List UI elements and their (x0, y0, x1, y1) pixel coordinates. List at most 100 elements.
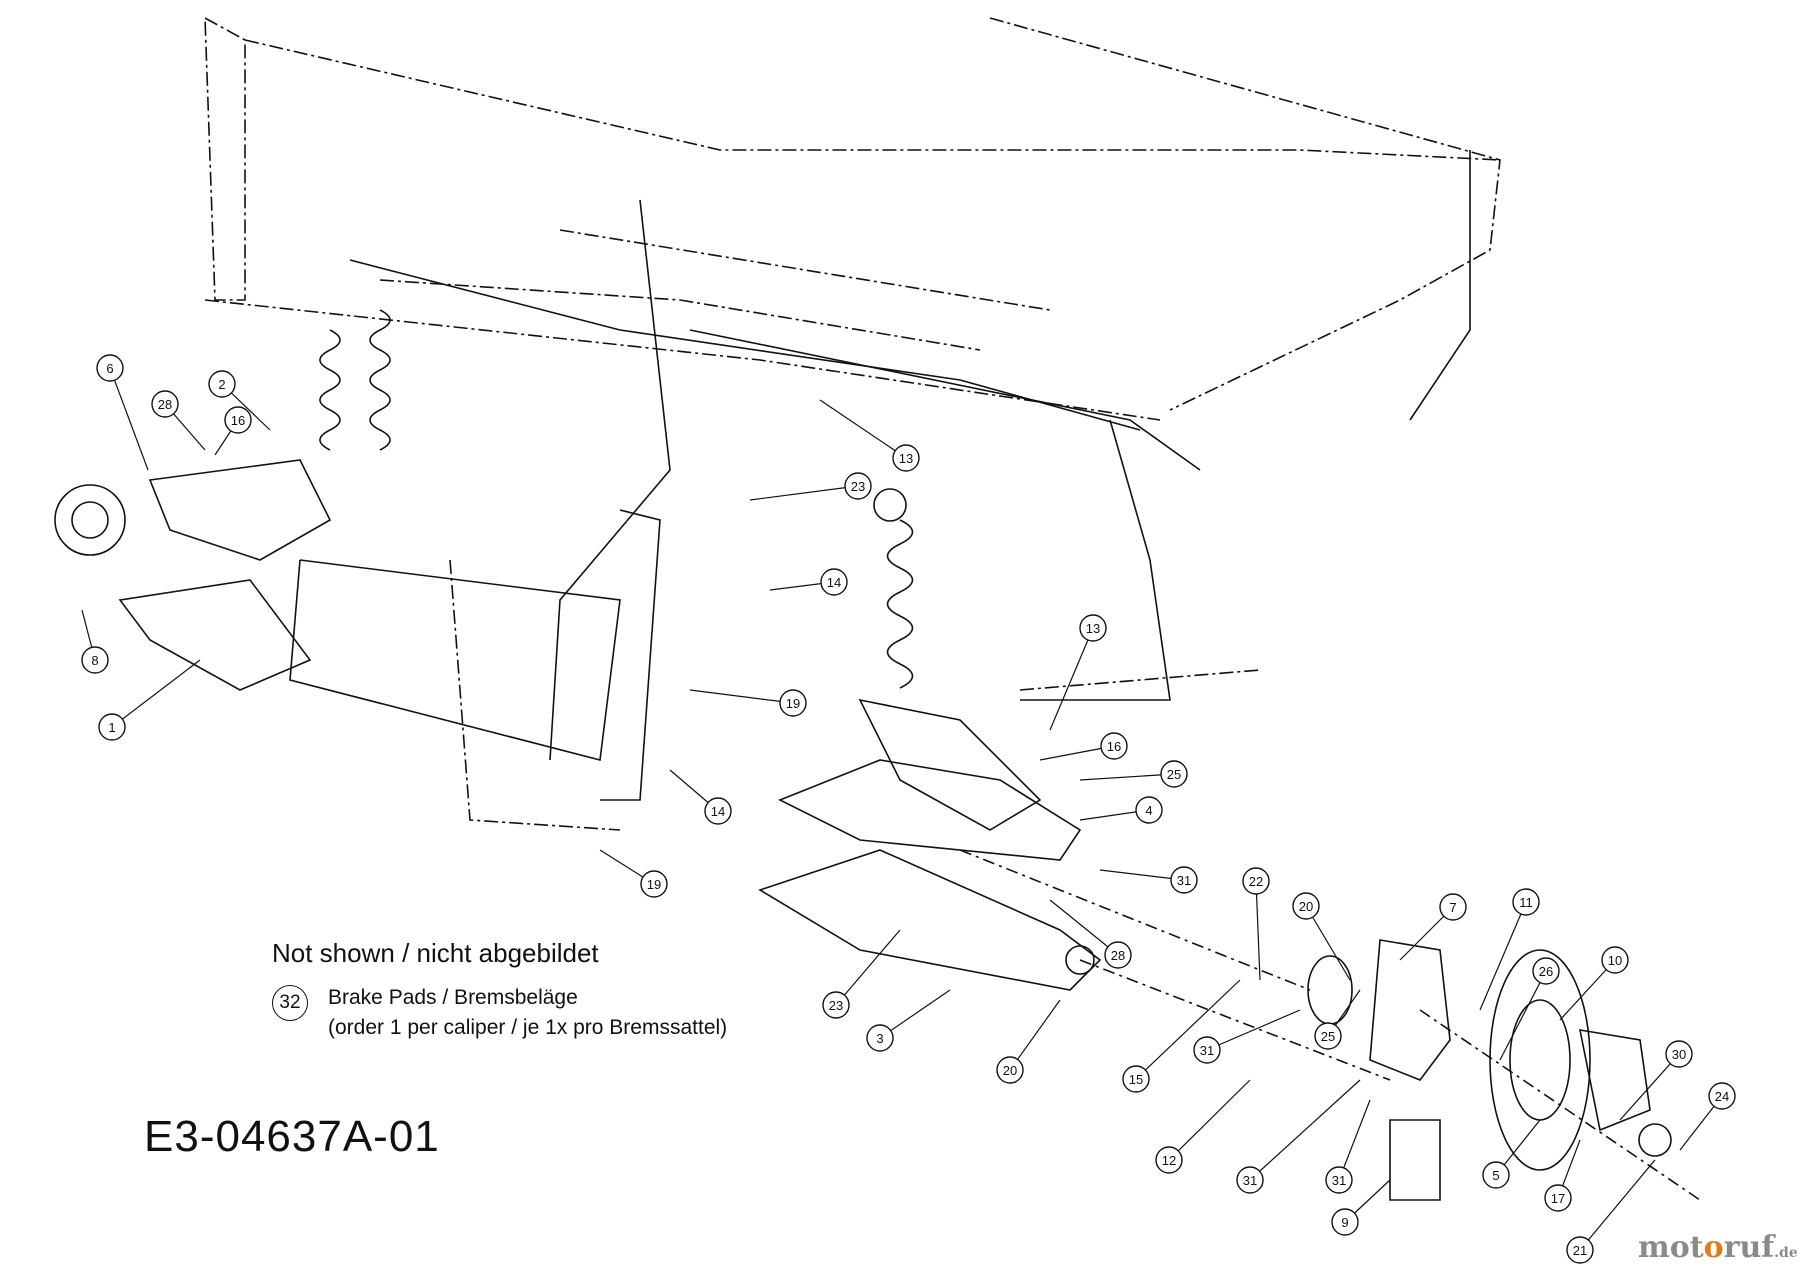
callout-28: 28 (1049, 899, 1132, 969)
callout-number: 26 (1539, 964, 1553, 979)
callout-bubble (1104, 941, 1132, 969)
callout-number: 3 (876, 1031, 883, 1046)
callout-16: 16 (214, 406, 252, 456)
callout-number: 16 (231, 413, 245, 428)
callout-leader-line (1499, 970, 1547, 1061)
callout-bubble (704, 797, 732, 825)
callout-bubble (779, 689, 807, 717)
callout-bubble (1314, 1022, 1342, 1050)
callout-25: 25 (1079, 760, 1188, 788)
callout-number: 4 (1145, 803, 1152, 818)
not-shown-item-number: 32 (272, 985, 308, 1021)
callout-number: 31 (1200, 1043, 1214, 1058)
callout-leader-line (835, 929, 901, 1006)
callout-number: 8 (91, 653, 98, 668)
callout-23: 23 (749, 472, 872, 501)
callout-10: 10 (1559, 946, 1629, 1021)
not-shown-item-line2: (order 1 per caliper / je 1x pro Bremssa… (328, 1016, 728, 1039)
callout-bubble (96, 354, 124, 382)
callout-bubble (98, 713, 126, 741)
callout-leader-line (1305, 905, 1351, 981)
callout-number: 9 (1341, 1215, 1348, 1230)
callout-leader-line (1135, 979, 1241, 1080)
callout-12: 12 (1155, 1079, 1251, 1174)
callout-bubble (844, 472, 872, 500)
callout-number: 20 (1299, 899, 1313, 914)
callout-number: 6 (106, 361, 113, 376)
callout-number: 15 (1129, 1072, 1143, 1087)
callout-11: 11 (1479, 888, 1540, 1011)
callout-bubble (81, 646, 109, 674)
callout-bubble (640, 870, 668, 898)
callout-bubble (224, 406, 252, 434)
callout-number: 23 (829, 998, 843, 1013)
callout-4: 4 (1079, 796, 1163, 824)
callout-21: 21 (1566, 1159, 1656, 1264)
callout-number: 14 (711, 804, 725, 819)
callout-31: 31 (1099, 866, 1198, 894)
callout-bubble (996, 1056, 1024, 1084)
callout-number: 23 (851, 479, 865, 494)
callout-number: 1 (108, 720, 115, 735)
callout-23: 23 (822, 929, 901, 1019)
callout-leader-line (1249, 1079, 1361, 1181)
callout-13: 13 (1049, 614, 1107, 731)
callout-number: 25 (1321, 1029, 1335, 1044)
callout-leader-line (1579, 1159, 1656, 1251)
callout-bubble (1512, 888, 1540, 916)
callout-20: 20 (996, 999, 1061, 1084)
callout-3: 3 (866, 989, 951, 1052)
callout-leader-line (1206, 1009, 1301, 1051)
callout-9: 9 (1331, 1179, 1391, 1236)
callout-bubble (1325, 1166, 1353, 1194)
callout-bubble (1170, 866, 1198, 894)
callout-leader-line (1479, 901, 1527, 1011)
callout-leader-line (1168, 1079, 1251, 1161)
callout-16: 16 (1039, 732, 1128, 761)
callout-22: 22 (1242, 867, 1270, 981)
callout-leader-line (109, 367, 149, 471)
callout-17: 17 (1544, 1139, 1581, 1212)
callout-bubble (1242, 867, 1270, 895)
callout-bubble (1708, 1082, 1736, 1110)
not-shown-title: Not shown / nicht abgebildet (272, 938, 599, 968)
callout-number: 22 (1249, 874, 1263, 889)
callout-6: 6 (96, 354, 149, 471)
callout-number: 30 (1672, 1047, 1686, 1062)
callout-7: 7 (1399, 893, 1467, 961)
callout-number: 24 (1715, 1089, 1729, 1104)
callout-bubble (1601, 946, 1629, 974)
callout-bubble (892, 444, 920, 472)
callout-bubble (1482, 1161, 1510, 1189)
callout-20: 20 (1292, 892, 1351, 981)
callout-bubble (1566, 1236, 1594, 1264)
callout-leader-line (819, 399, 907, 459)
callout-30: 30 (1619, 1040, 1693, 1121)
callout-leader-line (1338, 1099, 1371, 1181)
callout-leader-line (1619, 1053, 1680, 1121)
callout-bubble (1665, 1040, 1693, 1068)
not-shown-item-line1: Brake Pads / Bremsbeläge (328, 986, 578, 1009)
callout-leader-line (1079, 773, 1175, 781)
callout-leader-line (111, 659, 201, 728)
callout-leader-line (1009, 999, 1061, 1071)
callout-bubble (1135, 796, 1163, 824)
callout-number: 5 (1492, 1168, 1499, 1183)
callout-number: 31 (1243, 1173, 1257, 1188)
callout-bubble (1292, 892, 1320, 920)
callout-5: 5 (1482, 1119, 1541, 1189)
callout-2: 2 (208, 370, 271, 431)
callout-number: 17 (1551, 1191, 1565, 1206)
callout-bubble (822, 991, 850, 1019)
callout-number: 16 (1107, 739, 1121, 754)
callout-31: 31 (1325, 1099, 1371, 1194)
callout-bubble (1193, 1036, 1221, 1064)
callout-number: 7 (1449, 900, 1456, 915)
callout-bubble (866, 1024, 894, 1052)
callout-24: 24 (1679, 1082, 1736, 1151)
callout-leader-line (749, 485, 859, 501)
callout-number: 28 (158, 397, 172, 412)
callout-number: 13 (899, 451, 913, 466)
